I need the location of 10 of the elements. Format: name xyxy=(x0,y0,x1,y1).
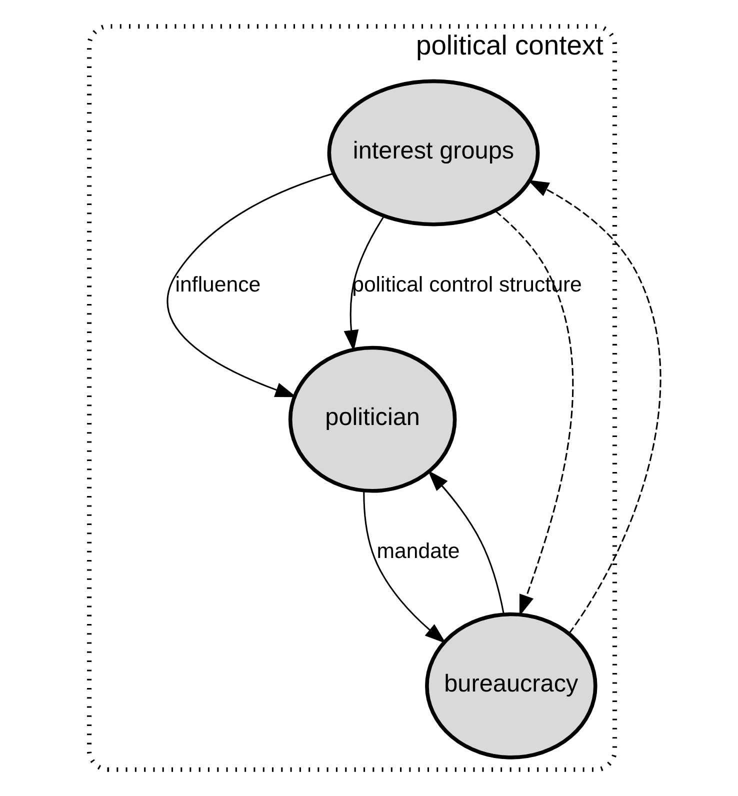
node-ellipse: interest groups xyxy=(327,79,540,226)
arrow xyxy=(166,172,334,398)
arrow xyxy=(363,491,446,644)
edge-label: mandate xyxy=(376,539,460,564)
arrow xyxy=(344,216,384,352)
arrow xyxy=(494,210,574,616)
edge-label: political control structure xyxy=(352,272,582,297)
edge-label: influence xyxy=(175,272,261,297)
arrow xyxy=(528,180,662,634)
arrow xyxy=(428,470,504,614)
